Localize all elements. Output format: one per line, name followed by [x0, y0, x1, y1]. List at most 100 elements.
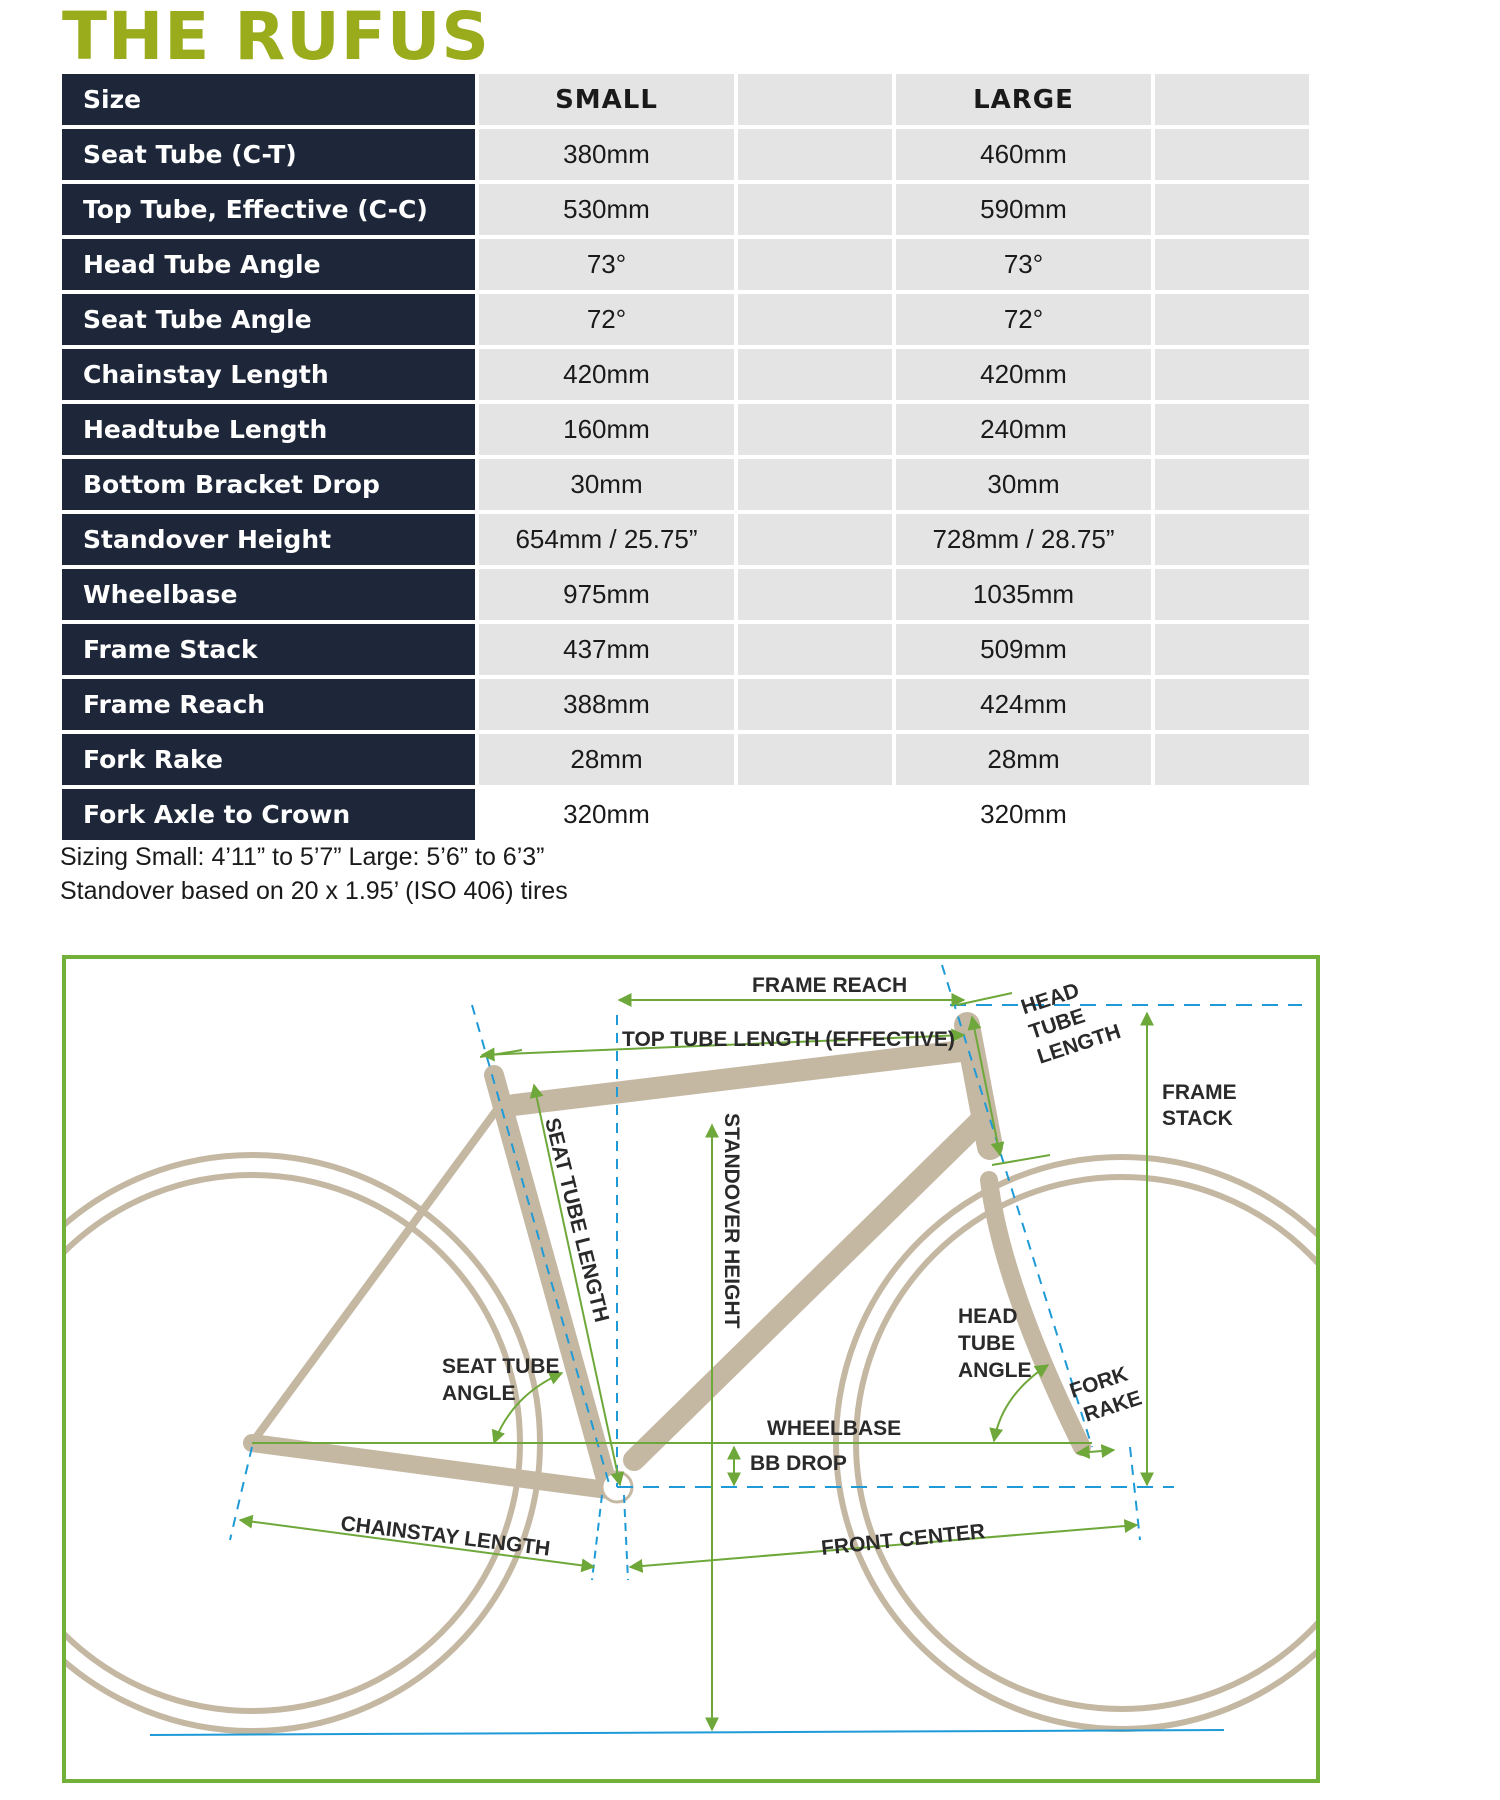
small-value: 437mm: [479, 624, 734, 675]
row-label: Headtube Length: [62, 404, 475, 455]
empty-cell: [1155, 184, 1309, 235]
empty-cell: [1155, 349, 1309, 400]
header-size-label: Size: [62, 74, 475, 125]
geometry-diagram: FRAME REACH TOP TUBE LENGTH (EFFECTIVE) …: [62, 955, 1320, 1783]
top-tube-label: TOP TUBE LENGTH (EFFECTIVE): [622, 1028, 955, 1051]
empty-cell: [1155, 74, 1309, 125]
table-row: Fork Rake 28mm 28mm: [62, 734, 1309, 785]
empty-cell: [738, 404, 892, 455]
row-label: Seat Tube (C-T): [62, 129, 475, 180]
seat-tube-angle-line-1: SEAT TUBE: [442, 1355, 559, 1378]
header-small: SMALL: [479, 74, 734, 125]
table-row: Bottom Bracket Drop 30mm 30mm: [62, 459, 1309, 510]
empty-cell: [1155, 294, 1309, 345]
small-value: 388mm: [479, 679, 734, 730]
small-value: 654mm / 25.75”: [479, 514, 734, 565]
empty-cell: [1155, 459, 1309, 510]
empty-cell: [738, 239, 892, 290]
empty-cell: [738, 734, 892, 785]
header-large: LARGE: [896, 74, 1151, 125]
large-value: 728mm / 28.75”: [896, 514, 1151, 565]
large-value: 460mm: [896, 129, 1151, 180]
empty-cell: [738, 514, 892, 565]
empty-cell: [1155, 514, 1309, 565]
large-value: 509mm: [896, 624, 1151, 675]
bike-frame: [243, 1012, 1091, 1499]
table-row: Seat Tube (C-T) 380mm 460mm: [62, 129, 1309, 180]
small-value: 530mm: [479, 184, 734, 235]
table-row: Frame Reach 388mm 424mm: [62, 679, 1309, 730]
row-label: Wheelbase: [62, 569, 475, 620]
small-value: 320mm: [479, 789, 734, 840]
empty-cell: [738, 184, 892, 235]
head-tube-angle-line-1: HEAD: [958, 1305, 1018, 1328]
chainstay-length-label: CHAINSTAY LENGTH: [339, 1512, 551, 1561]
small-value: 28mm: [479, 734, 734, 785]
empty-cell: [1155, 239, 1309, 290]
bb-drop-label: BB DROP: [750, 1452, 847, 1475]
small-value: 160mm: [479, 404, 734, 455]
table-row: Top Tube, Effective (C-C) 530mm 590mm: [62, 184, 1309, 235]
large-value: 424mm: [896, 679, 1151, 730]
table-header-row: Size SMALL LARGE: [62, 74, 1309, 125]
standover-note: Standover based on 20 x 1.95’ (ISO 406) …: [60, 877, 568, 905]
standover-height-label: STANDOVER HEIGHT: [720, 1113, 743, 1329]
table-row: Wheelbase 975mm 1035mm: [62, 569, 1309, 620]
large-value: 28mm: [896, 734, 1151, 785]
small-value: 73°: [479, 239, 734, 290]
head-tube-length-label: HEAD TUBE LENGTH: [1018, 979, 1123, 1069]
row-label: Fork Rake: [62, 734, 475, 785]
geometry-table: Size SMALL LARGE Seat Tube (C-T) 380mm 4…: [58, 70, 1313, 844]
large-value: 240mm: [896, 404, 1151, 455]
table-row: Standover Height 654mm / 25.75” 728mm / …: [62, 514, 1309, 565]
small-value: 420mm: [479, 349, 734, 400]
empty-cell: [738, 349, 892, 400]
large-value: 320mm: [896, 789, 1151, 840]
large-value: 590mm: [896, 184, 1151, 235]
sizing-note: Sizing Small: 4’11” to 5’7” Large: 5’6” …: [60, 843, 545, 871]
head-tube-angle-line-3: ANGLE: [958, 1359, 1032, 1382]
fork-rake-label: FORK RAKE: [1067, 1363, 1145, 1427]
row-label: Fork Axle to Crown: [62, 789, 475, 840]
row-label: Seat Tube Angle: [62, 294, 475, 345]
empty-cell: [1155, 624, 1309, 675]
table-row: Fork Axle to Crown 320mm 320mm: [62, 789, 1309, 840]
row-label: Frame Reach: [62, 679, 475, 730]
empty-cell: [1155, 789, 1309, 840]
small-value: 380mm: [479, 129, 734, 180]
empty-cell: [1155, 734, 1309, 785]
large-value: 1035mm: [896, 569, 1151, 620]
wheelbase-label: WHEELBASE: [767, 1417, 901, 1440]
sizing-notes: Sizing Small: 4’11” to 5’7” Large: 5’6” …: [60, 840, 568, 908]
frame-reach-label: FRAME REACH: [752, 974, 907, 997]
small-value: 975mm: [479, 569, 734, 620]
page-title: THE RUFUS: [62, 0, 490, 75]
front-center-label: FRONT CENTER: [820, 1520, 986, 1560]
row-label: Head Tube Angle: [62, 239, 475, 290]
large-value: 72°: [896, 294, 1151, 345]
table-row: Frame Stack 437mm 509mm: [62, 624, 1309, 675]
table-row: Headtube Length 160mm 240mm: [62, 404, 1309, 455]
empty-cell: [738, 679, 892, 730]
empty-cell: [738, 74, 892, 125]
frame-stack-line-1: FRAME: [1162, 1081, 1237, 1104]
empty-cell: [1155, 129, 1309, 180]
head-tube-angle-line-2: TUBE: [958, 1332, 1015, 1355]
large-value: 30mm: [896, 459, 1151, 510]
small-value: 30mm: [479, 459, 734, 510]
empty-cell: [1155, 679, 1309, 730]
empty-cell: [738, 624, 892, 675]
frame-stack-line-2: STACK: [1162, 1107, 1233, 1130]
empty-cell: [738, 789, 892, 840]
empty-cell: [1155, 404, 1309, 455]
row-label: Top Tube, Effective (C-C): [62, 184, 475, 235]
large-value: 73°: [896, 239, 1151, 290]
empty-cell: [738, 129, 892, 180]
empty-cell: [738, 294, 892, 345]
diagram-border: [62, 955, 1320, 1783]
table-row: Head Tube Angle 73° 73°: [62, 239, 1309, 290]
table-row: Chainstay Length 420mm 420mm: [62, 349, 1309, 400]
row-label: Chainstay Length: [62, 349, 475, 400]
dimension-arrows: [238, 992, 1154, 1732]
table-row: Seat Tube Angle 72° 72°: [62, 294, 1309, 345]
